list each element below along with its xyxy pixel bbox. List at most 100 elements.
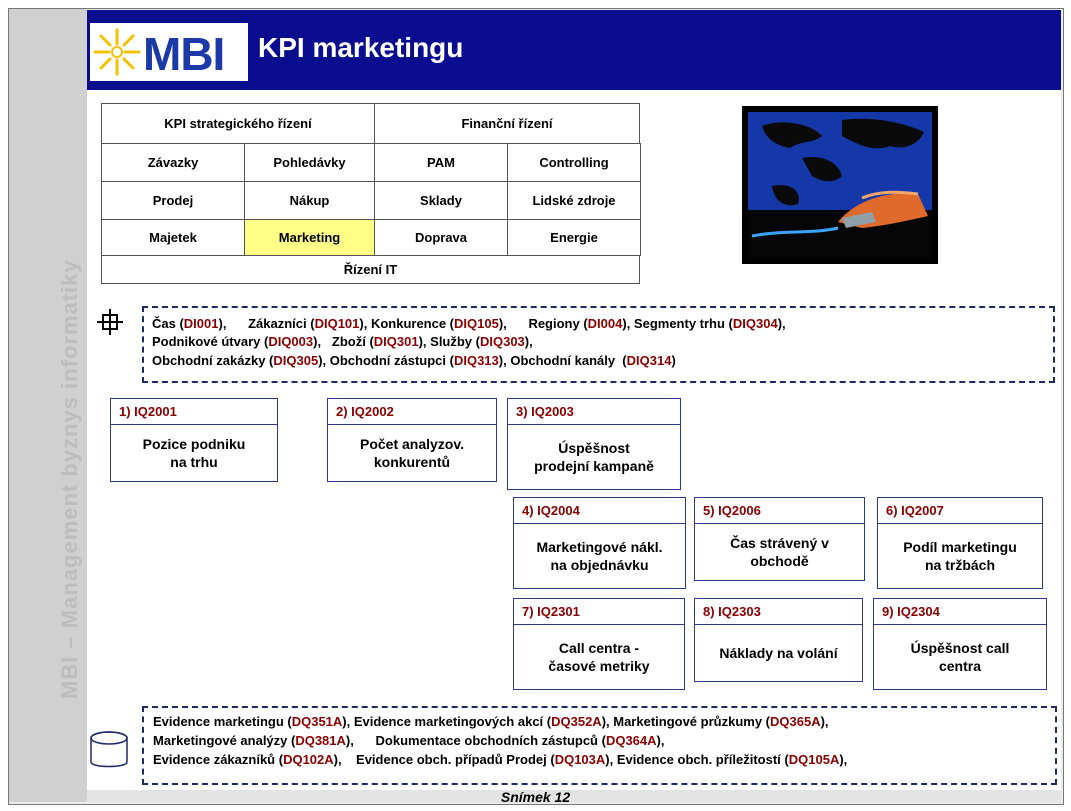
label-text: ), Evidence obch. příležitostí ( [605,752,789,767]
kpi-table-cell: Řízení IT [101,255,640,284]
kpi-table-cell: Controlling [507,143,641,182]
code-ref: DQ102A [283,752,334,767]
kpi-id: 7) IQ2301 [514,599,684,625]
label-text: ), Dokumentace obchodních zástupců ( [345,733,606,748]
kpi-name: Čas strávený v obchodě [730,535,829,569]
text-line: Evidence marketingu (DQ351A), Evidence m… [153,714,829,729]
label-text: Čas ( [152,316,184,331]
kpi-name: Marketingové nákl. na objednávku [536,539,663,573]
kpi-table-cell: Doprava [374,219,508,256]
label-text: ), Služby ( [418,334,480,349]
code-ref: DQ103A [554,752,606,767]
kpi-table-cell: Pohledávky [244,143,375,182]
database-icon [90,731,128,768]
label-text: Marketingové analýzy ( [153,733,296,748]
kpi-name: Pozice podniku na trhu [142,436,246,470]
kpi-id: 3) IQ2003 [508,399,680,425]
code-ref: DIQ304 [732,316,778,331]
crosshair-icon [97,309,123,335]
label-text: Obchodní zakázky ( [152,353,274,368]
sidebar: MBI – Management byznys informatiky [9,9,87,802]
code-ref: DIQ303 [479,334,525,349]
label-text: ), Zákazníci ( [218,316,315,331]
sun-icon [93,28,141,76]
label-text: Evidence zákazníků ( [153,752,284,767]
kpi-name: Call centra - časové metriky [548,640,650,674]
kpi-name: Podíl marketingu na tržbách [903,539,1017,573]
kpi-table-cell: Sklady [374,181,508,220]
kpi-id: 4) IQ2004 [514,498,685,524]
label-text: ) [671,353,676,368]
code-ref: DQ381A [295,733,346,748]
kpi-id: 1) IQ2001 [111,399,277,425]
label-text: ), Segmenty trhu ( [622,316,733,331]
label-text: ), Marketingové průzkumy ( [601,714,770,729]
world-map-hand-illustration [748,112,932,258]
label-text: ), [524,334,533,349]
label-text: ), Evidence obch. případů Prodej ( [333,752,555,767]
kpi-table-cell: Závazky [101,143,245,182]
code-ref: DIQ305 [273,353,319,368]
footer-bar [87,790,1061,803]
code-ref: DIQ314 [626,353,672,368]
code-ref: DIQ301 [373,334,419,349]
code-ref: DQ352A [551,714,602,729]
kpi-table-cell: PAM [374,143,508,182]
label-text: ), Konkurence ( [359,316,455,331]
code-ref: DI004 [587,316,623,331]
kpi-id: 5) IQ2006 [695,498,864,524]
data-sources-box [142,706,1057,785]
kpi-id: 8) IQ2303 [695,599,862,625]
label-text: ), [820,714,829,729]
label-text: ), [839,752,848,767]
text-line: Čas (DI001), Zákazníci (DIQ101), Konkure… [152,316,786,331]
code-ref: DIQ313 [453,353,499,368]
label-text: Podnikové útvary ( [152,334,269,349]
label-text: Evidence marketingu ( [153,714,292,729]
kpi-table-cell: Prodej [101,181,245,220]
kpi-name: Počet analyzov. konkurentů [359,436,464,470]
kpi-table-cell: Finanční řízení [374,103,640,144]
code-ref: DIQ101 [314,316,360,331]
kpi-table-cell: KPI strategického řízení [101,103,375,144]
logo-text: MBI [143,28,225,80]
code-ref: DQ351A [291,714,343,729]
logo: MBI [90,23,248,81]
kpi-id: 9) IQ2304 [874,599,1046,625]
dimensions-box [142,306,1055,383]
label-text: ), Obchodní zástupci ( [318,353,454,368]
label-text: ), [777,316,786,331]
code-ref: DQ365A [770,714,821,729]
code-ref: DI001 [183,316,219,331]
kpi-id: 6) IQ2007 [878,498,1042,524]
header-bar [87,10,1061,90]
kpi-name: Úspěšnost prodejní kampaně [534,440,654,474]
text-line: Obchodní zakázky (DIQ305), Obchodní zást… [152,353,676,368]
kpi-table-cell: Energie [507,219,641,256]
slide-number: Snímek 12 [500,789,571,805]
label-text: ), Obchodní kanály ( [498,353,627,368]
kpi-table-cell: Lidské zdroje [507,181,641,220]
label-text: ), Zboží ( [313,334,374,349]
code-ref: DIQ105 [454,316,499,331]
kpi-name: Úspěšnost call centra [910,640,1010,674]
kpi-name: Náklady na volání [719,645,838,661]
label-text: ), [656,733,665,748]
code-ref: DQ364A [605,733,657,748]
kpi-table-cell: Marketing [244,219,375,256]
kpi-table-cell: Nákup [244,181,375,220]
label-text: ), Evidence marketingových akcí ( [342,714,552,729]
sidebar-title: MBI – Management byznys informatiky [57,259,82,699]
label-text: ), Regiony ( [498,316,588,331]
code-ref: DIQ003 [268,334,314,349]
kpi-id: 2) IQ2002 [328,399,496,425]
